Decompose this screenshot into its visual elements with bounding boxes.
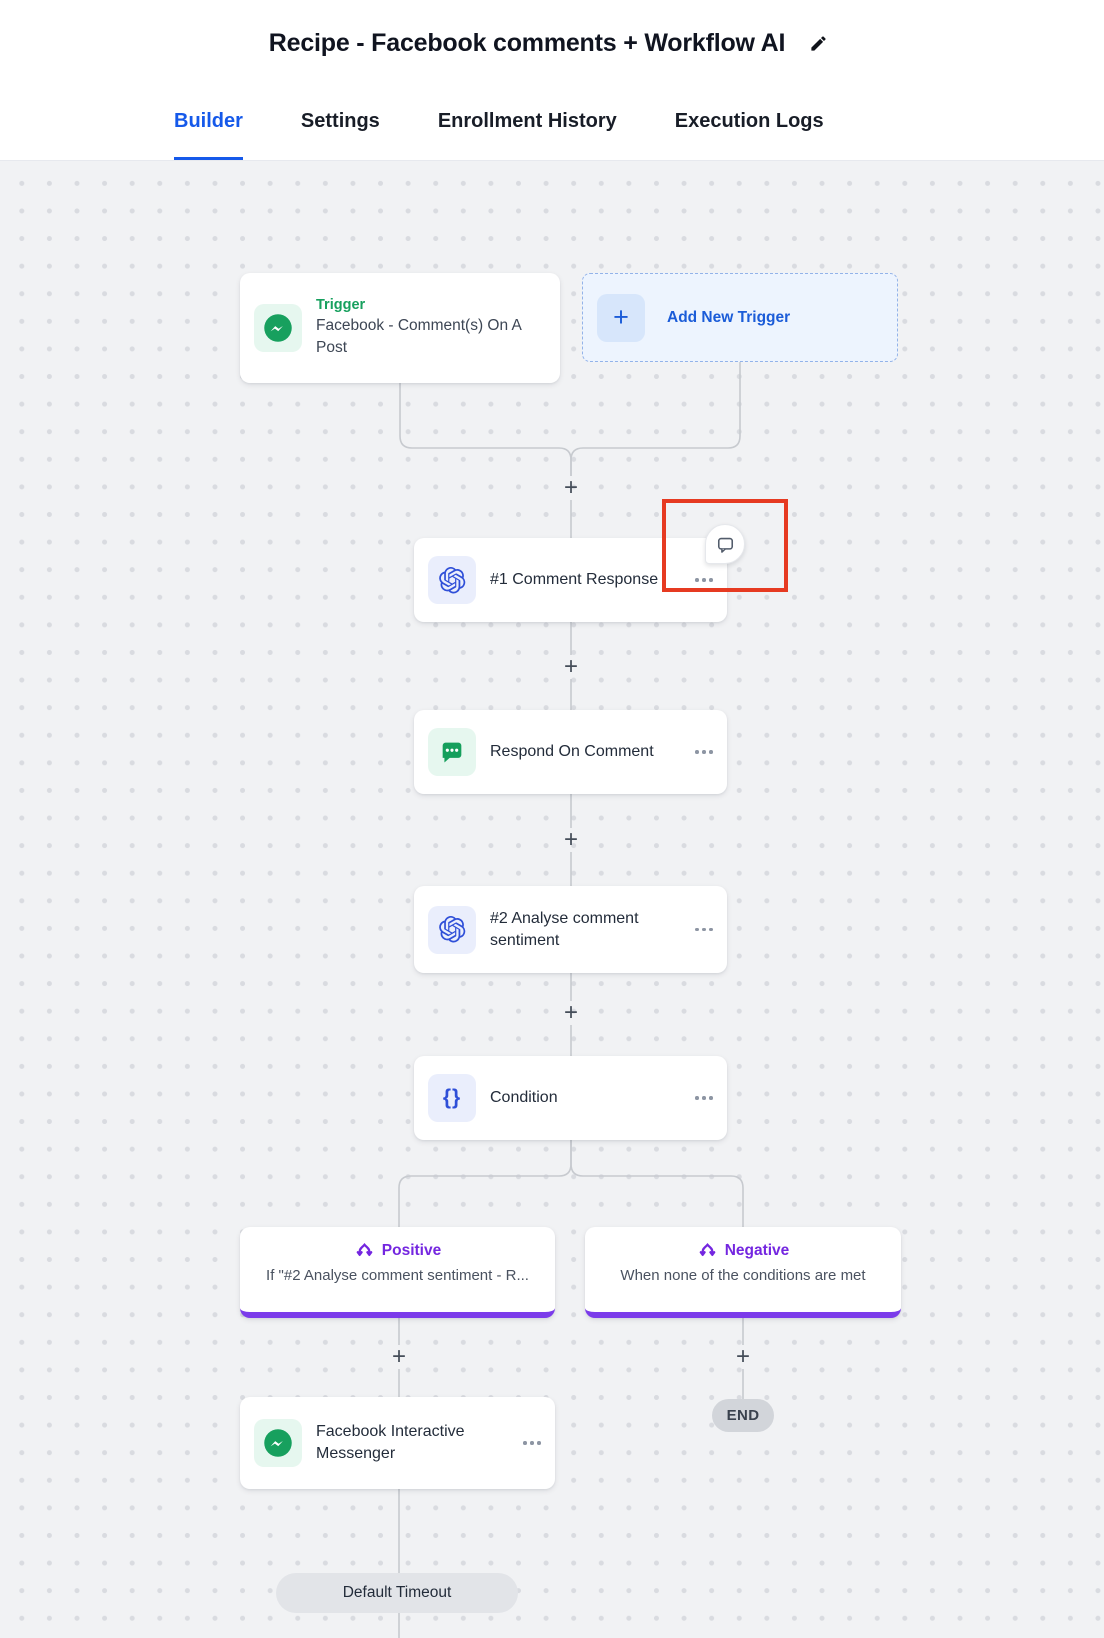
node-title: Facebook Interactive Messenger — [316, 1423, 465, 1462]
add-step-button[interactable]: + — [391, 1343, 406, 1370]
branch-negative[interactable]: Negative When none of the conditions are… — [585, 1227, 901, 1318]
node-menu-button[interactable] — [695, 578, 713, 582]
branch-label: Positive — [381, 1241, 442, 1259]
chat-bubble-icon — [428, 728, 476, 776]
branch-description: If "#2 Analyse comment sentiment - R... — [266, 1267, 529, 1284]
openai-icon — [428, 556, 476, 604]
page-title: Recipe - Facebook comments + Workflow AI — [268, 28, 786, 57]
node-menu-button[interactable] — [523, 1441, 541, 1445]
tab-enrollment-history[interactable]: Enrollment History — [437, 110, 617, 132]
tab-settings[interactable]: Settings — [300, 110, 380, 132]
node-menu-button[interactable] — [695, 750, 713, 754]
add-new-trigger-label: Add New Trigger — [667, 308, 791, 326]
add-step-button[interactable]: + — [563, 826, 578, 853]
trigger-label: Trigger — [316, 297, 366, 313]
trigger-node[interactable]: Trigger Facebook - Comment(s) On A Post — [240, 273, 560, 383]
plus-icon: + — [597, 293, 645, 342]
branch-positive[interactable]: Positive If "#2 Analyse comment sentimen… — [240, 1227, 555, 1318]
branch-label: Negative — [724, 1241, 790, 1259]
node-facebook-interactive-messenger[interactable]: Facebook Interactive Messenger — [240, 1397, 555, 1489]
add-step-button[interactable]: + — [563, 653, 578, 680]
node-title: #2 Analyse comment sentiment — [490, 909, 639, 949]
node-title: Respond On Comment — [490, 743, 654, 761]
messenger-icon — [254, 1419, 302, 1467]
add-step-button[interactable]: + — [735, 1343, 750, 1370]
end-badge: END — [712, 1399, 774, 1432]
branch-description: When none of the conditions are met — [620, 1267, 866, 1284]
openai-icon — [428, 905, 476, 954]
header: Recipe - Facebook comments + Workflow AI — [0, 0, 1104, 86]
trigger-title: Facebook - Comment(s) On A Post — [316, 317, 522, 356]
branch-split-icon — [699, 1242, 716, 1257]
trigger-text: Trigger Facebook - Comment(s) On A Post — [316, 297, 528, 359]
comment-icon — [717, 537, 733, 553]
node-condition[interactable]: {} Condition — [414, 1056, 727, 1140]
tab-builder[interactable]: Builder — [174, 86, 243, 160]
node-title: #1 Comment Response — [490, 571, 659, 589]
edit-title-button[interactable] — [801, 26, 835, 60]
messenger-icon — [254, 304, 302, 352]
node-comment-response[interactable]: #1 Comment Response — [414, 538, 727, 622]
braces-icon: {} — [428, 1074, 476, 1122]
tab-bar: Builder Settings Enrollment History Exec… — [0, 86, 1104, 161]
node-analyse-sentiment[interactable]: #2 Analyse comment sentiment — [414, 886, 727, 973]
node-menu-button[interactable] — [695, 1096, 713, 1100]
pencil-icon — [811, 35, 826, 51]
default-timeout-badge[interactable]: Default Timeout — [276, 1573, 518, 1613]
add-new-trigger-button[interactable]: + Add New Trigger — [582, 273, 898, 362]
node-title: Condition — [490, 1089, 558, 1107]
comment-bubble-button[interactable] — [705, 524, 745, 564]
add-step-button[interactable]: + — [563, 999, 578, 1026]
node-respond-on-comment[interactable]: Respond On Comment — [414, 710, 727, 794]
branch-split-icon — [356, 1242, 373, 1257]
tab-execution-logs[interactable]: Execution Logs — [674, 110, 824, 132]
add-step-button[interactable]: + — [563, 474, 578, 501]
node-menu-button[interactable] — [695, 927, 713, 932]
